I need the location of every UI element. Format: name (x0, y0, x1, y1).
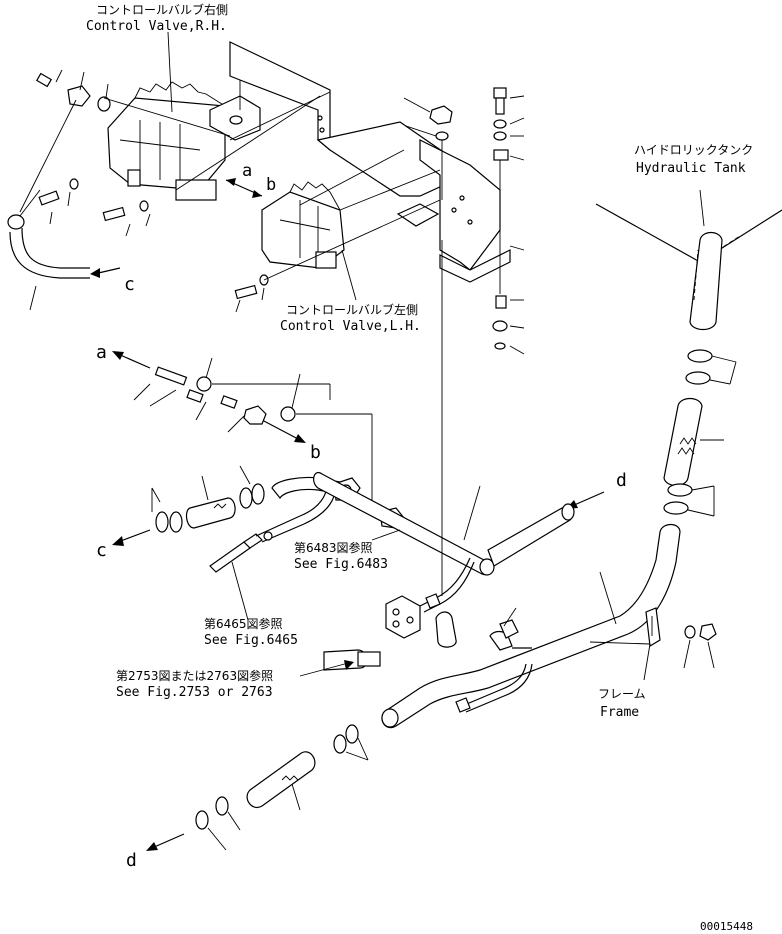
fig2753-label-jp: 第2753図または2763図参照 (116, 668, 273, 683)
leader-fig6483 (371, 529, 401, 541)
cv-rh-label-jp: コントロールバルブ右側 (96, 2, 228, 17)
marker-d-bottom: d (126, 850, 137, 871)
fittings-mid-left (133, 357, 373, 510)
hydraulic-tank (595, 189, 782, 331)
cv-lh-label-en: Control Valve,L.H. (280, 319, 421, 334)
leader-cv-lh (341, 249, 357, 301)
fig6465-label-en: See Fig.6465 (204, 633, 298, 648)
marker-arrows-mid (112, 351, 605, 851)
hose-fig2753 (299, 649, 381, 677)
bottom-hose-clamps (195, 724, 369, 851)
elbow-fitting (489, 607, 532, 651)
leader-lines-top-left (19, 69, 441, 313)
hose-clamps-mid-left (151, 465, 265, 533)
control-valve-rh (107, 81, 226, 201)
marker-c-top: c (124, 274, 135, 295)
marker-arrows-top (90, 178, 263, 278)
marker-d-right: d (616, 470, 627, 491)
fig2753-label-en: See Fig.2753 or 2763 (116, 685, 273, 700)
leader-cv-rh (167, 31, 173, 113)
marker-c-mid: c (96, 540, 107, 561)
cv-lh-label-jp: コントロールバルブ左側 (286, 302, 418, 317)
fig6465-label-jp: 第6465図参照 (204, 616, 283, 631)
frame-bracket (589, 607, 717, 681)
block-connector (385, 240, 475, 648)
bolt-stack-right (403, 87, 525, 355)
marker-a-top: a (242, 161, 252, 181)
drawing-number: 00015448 (700, 920, 753, 933)
cv-rh-label-en: Control Valve,R.H. (86, 19, 227, 34)
main-pipe-mid (313, 472, 575, 576)
tank-label-jp: ハイドロリックタンク (634, 143, 753, 157)
tank-hose-clamps (663, 349, 737, 517)
bolts-cv-rh (35, 72, 269, 300)
fig6483-label-jp: 第6483図参照 (294, 540, 373, 555)
marker-b-mid: b (310, 442, 321, 463)
hose-c-top (7, 189, 90, 311)
frame-label-en: Frame (600, 705, 639, 720)
marker-a-mid: a (96, 342, 107, 363)
long-bottom-pipe (381, 523, 681, 729)
tank-label-en: Hydraulic Tank (636, 161, 746, 176)
mounting-bracket (209, 41, 511, 283)
fig6483-label-en: See Fig.6483 (294, 557, 388, 572)
frame-label-jp: フレーム (598, 687, 646, 701)
marker-b-top: b (266, 175, 276, 195)
